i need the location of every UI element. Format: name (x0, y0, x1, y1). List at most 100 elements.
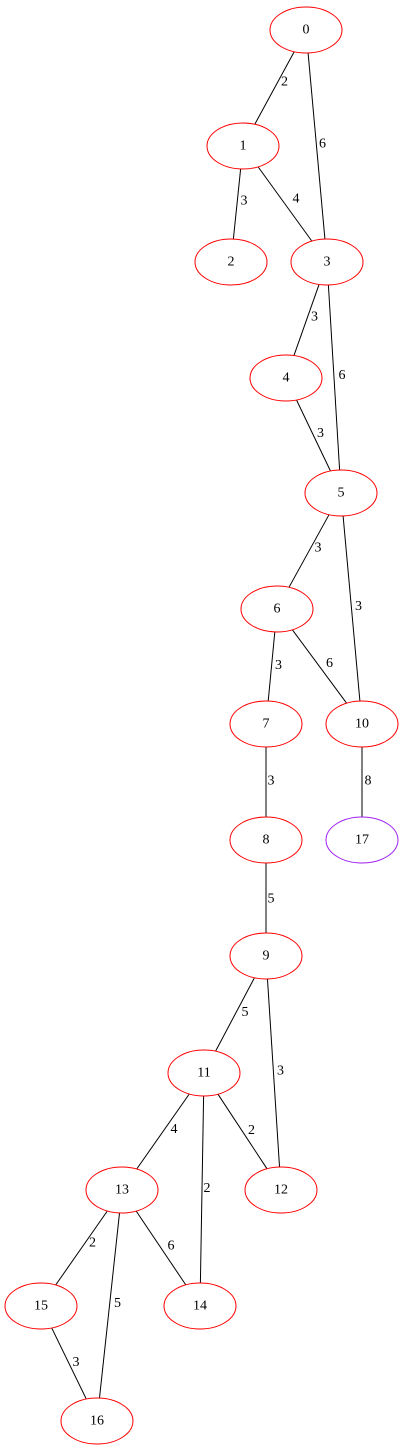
edge-weight-label: 4 (293, 192, 300, 207)
node-11: 11 (167, 1049, 241, 1097)
edge-weight-label: 5 (268, 892, 275, 907)
edge-5-6 (288, 514, 330, 588)
edge-1-3 (257, 166, 313, 242)
node-label: 17 (355, 833, 369, 848)
node-label: 9 (263, 949, 270, 964)
node-ellipse (229, 816, 303, 864)
node-label: 0 (303, 23, 310, 38)
edge-weight-label: 8 (365, 774, 372, 789)
edge-weight-label: 2 (204, 1181, 211, 1196)
edge-11-12 (217, 1093, 268, 1170)
edge-9-11 (215, 977, 255, 1052)
edge-weight-label: 3 (241, 194, 248, 209)
node-ellipse (244, 1166, 318, 1214)
edge-weight-label: 3 (275, 658, 282, 673)
edge-weight-label: 3 (311, 310, 318, 325)
edge-4-5 (296, 399, 331, 472)
node-2: 2 (194, 238, 268, 286)
node-label: 3 (324, 255, 331, 270)
node-ellipse (229, 932, 303, 980)
node-8: 8 (229, 816, 303, 864)
edge-weight-label: 6 (339, 368, 346, 383)
node-13: 13 (85, 1166, 159, 1214)
node-label: 4 (283, 371, 290, 386)
node-ellipse (325, 700, 399, 748)
node-label: 14 (193, 1299, 207, 1314)
edge-15-16 (51, 1327, 87, 1400)
node-ellipse (240, 585, 314, 633)
edge-3-5 (327, 284, 341, 471)
edge-0-3 (307, 52, 326, 240)
edge-weight-label: 5 (242, 1005, 249, 1020)
edge-13-16 (98, 1212, 121, 1399)
node-ellipse (206, 122, 280, 170)
node-ellipse (4, 1282, 78, 1330)
node-17: 17 (325, 816, 399, 864)
node-label: 6 (274, 602, 281, 617)
edge-weight-label: 6 (168, 1239, 175, 1254)
node-label: 16 (90, 1414, 104, 1429)
node-ellipse (249, 354, 323, 402)
edge-weight-label: 3 (355, 599, 362, 614)
edge-6-7 (267, 631, 276, 702)
edge-weight-label: 3 (277, 1064, 284, 1079)
edge-weight-label: 2 (281, 75, 288, 90)
edge-3-4 (293, 284, 320, 356)
edge-weight-label: 6 (319, 137, 326, 152)
node-label: 8 (263, 833, 270, 848)
node-ellipse (325, 816, 399, 864)
edge-weight-label: 3 (268, 774, 275, 789)
node-7: 7 (229, 700, 303, 748)
node-3: 3 (290, 238, 364, 286)
node-ellipse (163, 1282, 237, 1330)
edge-weight-label: 3 (73, 1355, 80, 1370)
node-label: 15 (34, 1299, 48, 1314)
node-4: 4 (249, 354, 323, 402)
node-1: 1 (206, 122, 280, 170)
node-ellipse (290, 238, 364, 286)
edges-layer: 2 6 3 4 3 6 3 3 3 3 6 3 8 5 5 3 4 2 2 2 5 6 3 (51, 51, 372, 1400)
edge-weight-label: 3 (317, 426, 324, 441)
node-label: 5 (338, 486, 345, 501)
node-label: 1 (240, 139, 247, 154)
node-15: 15 (4, 1282, 78, 1330)
node-ellipse (60, 1397, 134, 1445)
edge-weight-label: 4 (171, 1122, 178, 1137)
node-10: 10 (325, 700, 399, 748)
node-5: 5 (304, 469, 378, 517)
edge-weight-label: 2 (248, 1123, 255, 1138)
node-ellipse (304, 469, 378, 517)
node-9: 9 (229, 932, 303, 980)
edge-weight-label: 3 (315, 541, 322, 556)
node-12: 12 (244, 1166, 318, 1214)
edge-9-12 (266, 978, 281, 1168)
edge-11-14 (199, 1095, 205, 1284)
node-0: 0 (269, 6, 343, 54)
edge-weight-label: 6 (326, 656, 333, 671)
node-ellipse (269, 6, 343, 54)
edge-1-2 (232, 168, 242, 240)
edge-0-1 (254, 51, 295, 125)
edge-11-13 (136, 1093, 190, 1170)
node-label: 7 (263, 717, 270, 732)
edge-weight-label: 2 (89, 1236, 96, 1251)
edge-5-10 (342, 515, 361, 702)
node-6: 6 (240, 585, 314, 633)
node-label: 10 (355, 717, 369, 732)
node-ellipse (229, 700, 303, 748)
edge-13-15 (55, 1210, 108, 1286)
node-label: 13 (115, 1183, 129, 1198)
edge-weight-label: 5 (114, 1296, 121, 1311)
node-ellipse (85, 1166, 159, 1214)
node-label: 2 (228, 255, 235, 270)
edge-13-14 (135, 1210, 187, 1286)
node-label: 11 (197, 1066, 210, 1081)
node-16: 16 (60, 1397, 134, 1445)
node-label: 12 (274, 1183, 288, 1198)
node-ellipse (167, 1049, 241, 1097)
node-14: 14 (163, 1282, 237, 1330)
edge-6-10 (291, 629, 348, 704)
node-ellipse (194, 238, 268, 286)
